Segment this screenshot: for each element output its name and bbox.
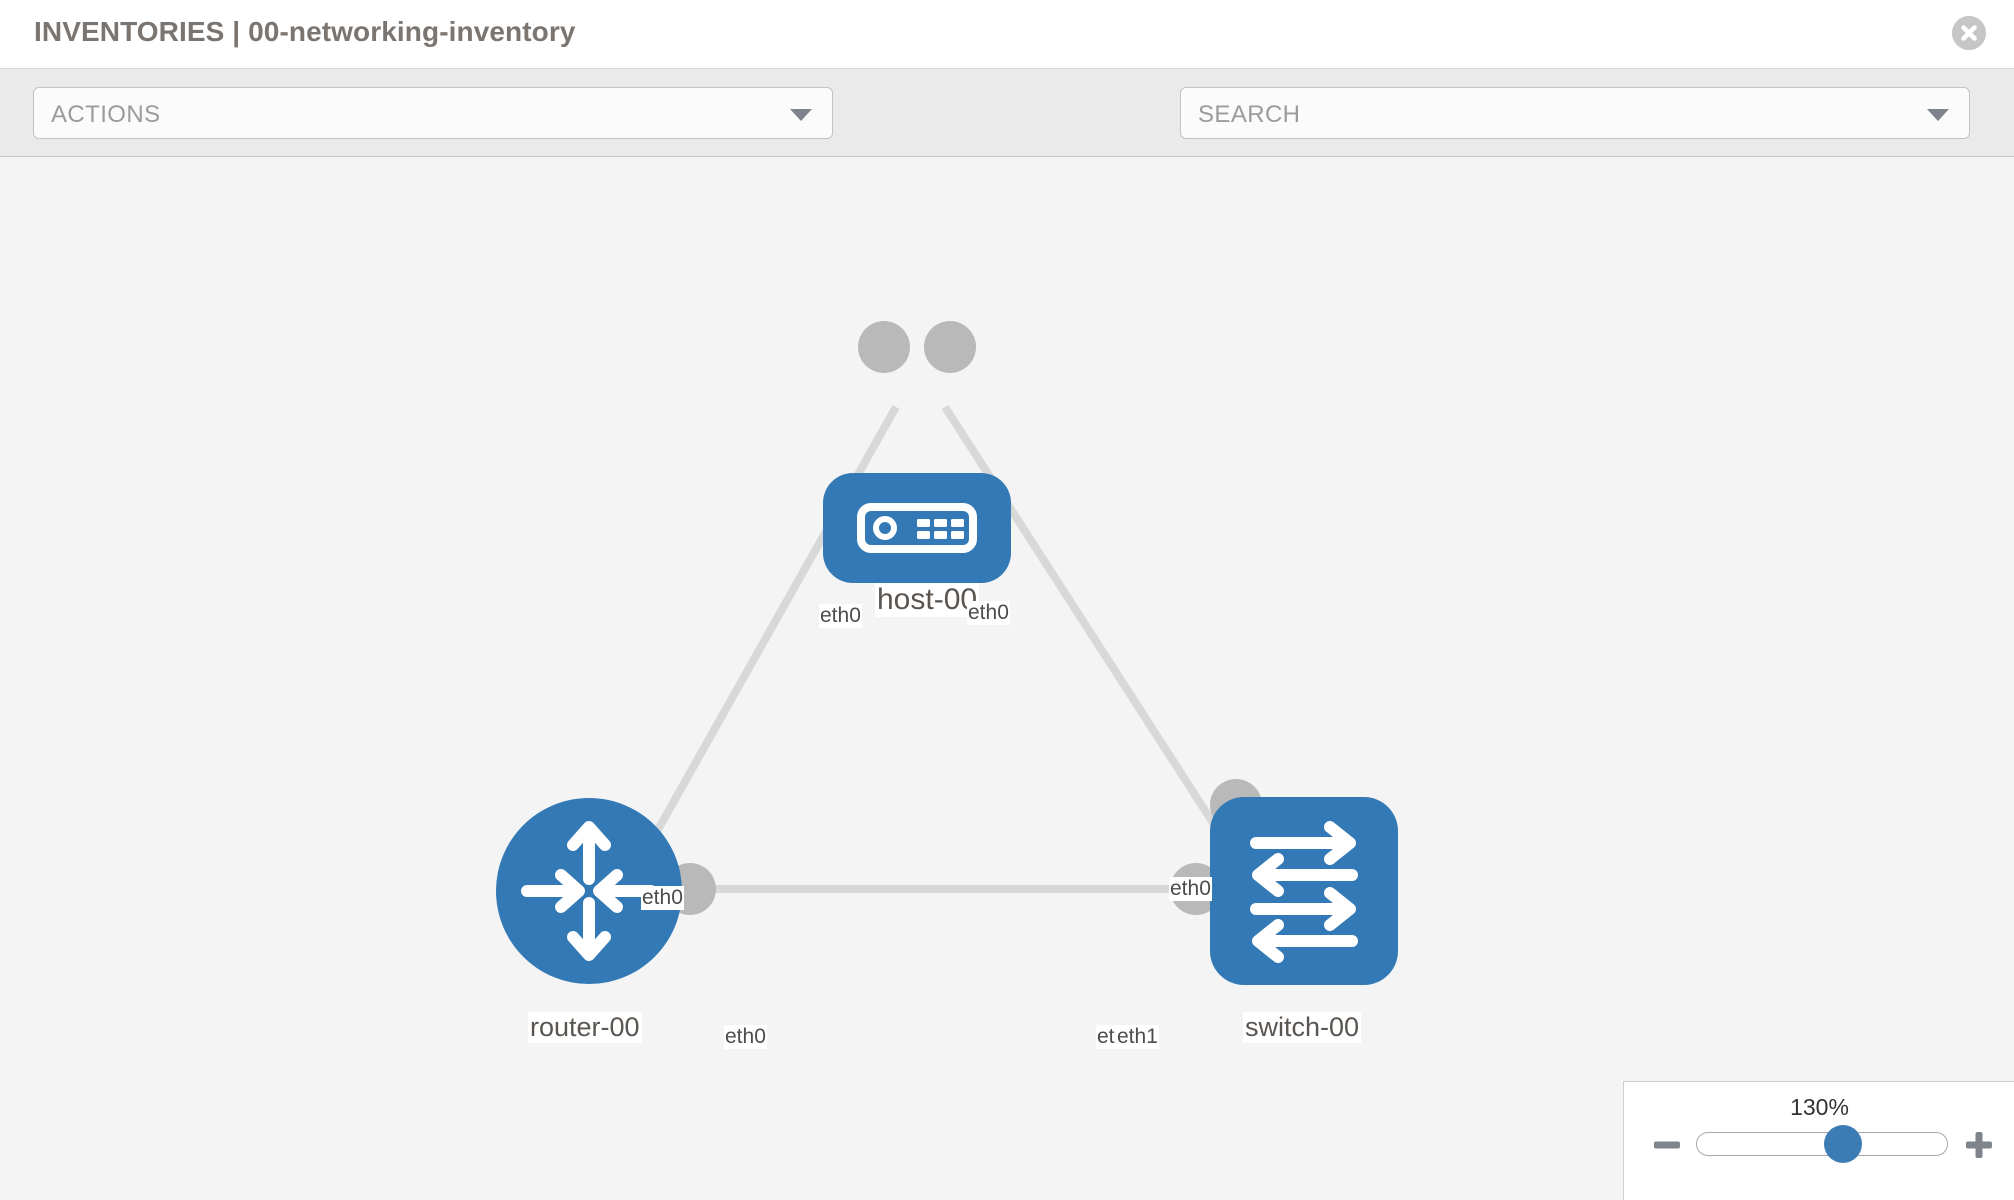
toolbar: ACTIONS [0,69,2014,197]
zoom-level-value: 130% [1790,1094,1849,1120]
zoom-slider-track[interactable] [1696,1132,1948,1156]
page-title: INVENTORIES | 00-networking-inventory [34,16,576,47]
actions-dropdown[interactable]: ACTIONS [33,87,833,139]
iface-label-router00-uplink: eth0 [641,886,684,910]
topology-canvas[interactable]: host-00 router-00 switch-00 eth0 eth0 et… [0,157,2014,1200]
node-router-00[interactable] [496,798,682,984]
node-switch-00[interactable] [1210,797,1398,985]
node-label-router-00: router-00 [528,1012,642,1043]
iface-label-host00-left: eth0 [819,604,862,628]
iface-label-host00-right: eth0 [967,601,1010,625]
search-input[interactable]: SEARCH [1180,87,1970,139]
zoom-slider-thumb[interactable] [1824,1125,1863,1163]
iface-label-switch00-uplink: eth0 [1169,877,1212,901]
zoom-out-button[interactable] [1652,1130,1682,1165]
node-label-switch-00: switch-00 [1243,1012,1362,1043]
iface-label-switch00-eth1: eth1 [1116,1025,1159,1049]
topology-graph [496,321,1398,985]
actions-dropdown-label: ACTIONS [51,101,161,128]
node-host-00[interactable] [823,473,1011,583]
chevron-down-icon[interactable] [1927,109,1949,121]
port-layer [664,321,1262,915]
zoom-in-button[interactable] [1964,1130,1994,1165]
page-header: INVENTORIES | 00-networking-inventory [0,0,2014,69]
node-label-host-00: host-00 [875,583,980,617]
search-placeholder: SEARCH [1198,101,1301,128]
port-host00-right [924,321,976,373]
iface-label-router00-eth0: eth0 [724,1025,767,1049]
chevron-down-icon [790,109,812,121]
port-host00-left [858,321,910,373]
zoom-control-panel: 130% [1623,1081,2014,1200]
close-icon[interactable] [1952,16,1986,50]
